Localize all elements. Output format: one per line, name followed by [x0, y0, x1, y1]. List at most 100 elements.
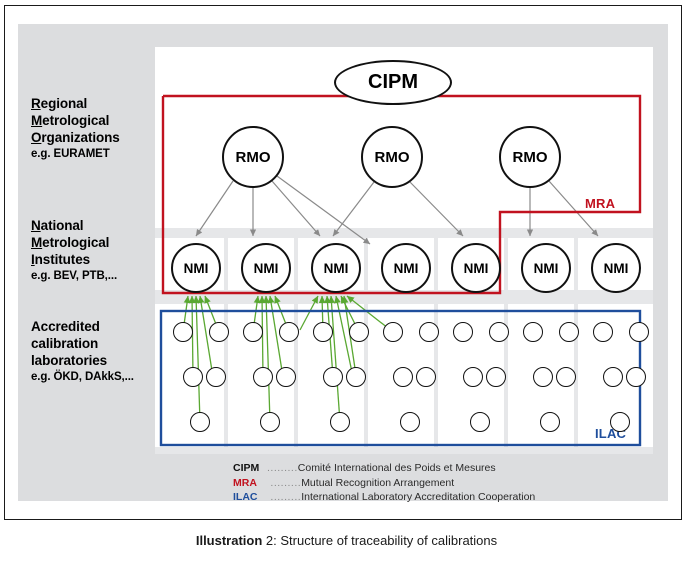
rmo-node-3-label: RMO [512, 148, 548, 166]
nmi-node-7-label: NMI [603, 260, 629, 276]
nmi-col-sep-6 [574, 238, 578, 290]
lab-node-c3-r2-b[interactable] [346, 367, 366, 387]
nmi-node-6-label: NMI [533, 260, 559, 276]
lab-node-c4-r1-a[interactable] [383, 322, 403, 342]
nmi-node-1[interactable]: NMI [171, 243, 221, 293]
rmo-label-initial-m: M [31, 113, 43, 128]
lab-node-c3-r1-a[interactable] [313, 322, 333, 342]
legend: CIPM.........Comité International des Po… [233, 461, 535, 505]
lab-node-c4-r1-b[interactable] [419, 322, 439, 342]
rmo-label-example: e.g. EURAMET [31, 148, 110, 160]
nmi-col-sep-2 [294, 238, 298, 290]
lab-label-rest-3: aboratories [34, 353, 108, 368]
legend-dots-cipm: ......... [267, 462, 298, 474]
caption-prefix: Illustration [195, 533, 263, 548]
lab-node-c2-r1-a[interactable] [243, 322, 263, 342]
nmi-node-2[interactable]: NMI [241, 243, 291, 293]
tier-label-accredited-calibration-laboratories: Accredited calibration laboratories e.g.… [31, 318, 134, 385]
rmo-label-initial-r: R [31, 96, 41, 111]
lab-node-c1-r2-b[interactable] [206, 367, 226, 387]
nmi-col-sep-3 [364, 238, 368, 290]
rmo-label-rest-3: rganizations [41, 130, 120, 145]
nmi-node-1-label: NMI [183, 260, 209, 276]
lab-node-c5-r2-b[interactable] [486, 367, 506, 387]
lab-node-c5-r3-a[interactable] [470, 412, 490, 432]
nmi-node-6[interactable]: NMI [521, 243, 571, 293]
legend-row-mra: MRA .........Mutual Recognition Arrangem… [233, 476, 535, 491]
legend-dots-ilac: ......... [267, 491, 302, 503]
lab-label-initial-c: c [31, 336, 39, 351]
lab-node-c1-r3-a[interactable] [190, 412, 210, 432]
nmi-col-sep-4 [434, 238, 438, 290]
tier-label-national-metrological-institutes: National Metrological Institutes e.g. BE… [31, 217, 117, 284]
lab-node-c3-r2-a[interactable] [323, 367, 343, 387]
nmi-node-5[interactable]: NMI [451, 243, 501, 293]
figure-caption: Illustration 2: Structure of traceabilit… [0, 533, 693, 548]
nmi-label-initial-i: I [31, 252, 35, 267]
lab-node-c4-r2-b[interactable] [416, 367, 436, 387]
lab-node-c5-r2-a[interactable] [463, 367, 483, 387]
legend-abbr-ilac: ILAC [233, 491, 258, 503]
legend-abbr-mra: MRA [233, 476, 257, 489]
lab-node-c1-r1-b[interactable] [209, 322, 229, 342]
legend-text-mra: Mutual Recognition Arrangement [301, 476, 455, 489]
lab-node-c5-r1-b[interactable] [489, 322, 509, 342]
mra-box-label: MRA [585, 196, 616, 211]
lab-node-c7-r2-a[interactable] [603, 367, 623, 387]
nmi-label-initial-n: N [31, 218, 41, 233]
rmo-label-initial-o: O [31, 130, 42, 145]
legend-row-ilac: ILAC .........International Laboratory A… [233, 490, 535, 505]
nmi-node-5-label: NMI [463, 260, 489, 276]
lab-node-c2-r2-a[interactable] [253, 367, 273, 387]
cipm-node-label: CIPM [368, 71, 418, 93]
lab-node-c1-r2-a[interactable] [183, 367, 203, 387]
caption-rest: 2: Structure of traceability of calibrat… [262, 533, 498, 548]
nmi-label-rest-3: nstitutes [34, 252, 91, 267]
lab-node-c2-r3-a[interactable] [260, 412, 280, 432]
lab-node-c7-r2-b[interactable] [626, 367, 646, 387]
nmi-label-example: e.g. BEV, PTB,... [31, 270, 118, 282]
lab-label-initial-l: l [31, 353, 35, 368]
lab-label-rest-1: ccredited [40, 319, 100, 334]
rmo-node-2[interactable]: RMO [361, 126, 423, 188]
legend-row-cipm: CIPM.........Comité International des Po… [233, 461, 535, 476]
lab-node-c5-r1-a[interactable] [453, 322, 473, 342]
lab-node-c6-r3-a[interactable] [540, 412, 560, 432]
lab-label-example: e.g. ÖKD, DAkkS,... [31, 371, 134, 383]
tier-label-regional-metrological-organizations: Regional Metrological Organizations e.g.… [31, 95, 120, 162]
legend-text-cipm: Comité International des Poids et Mesure… [297, 462, 496, 474]
nmi-label-rest-1: ational [40, 218, 84, 233]
lab-node-c2-r2-b[interactable] [276, 367, 296, 387]
rmo-node-1[interactable]: RMO [222, 126, 284, 188]
nmi-col-sep-1 [224, 238, 228, 290]
legend-dots-mra: ......... [267, 476, 302, 489]
nmi-label-rest-2: etrological [42, 235, 110, 250]
lab-node-c6-r1-b[interactable] [559, 322, 579, 342]
lab-label-initial-a: A [31, 319, 41, 334]
lab-node-c6-r1-a[interactable] [523, 322, 543, 342]
lab-node-c1-r1-a[interactable] [173, 322, 193, 342]
lab-node-c7-r1-b[interactable] [629, 322, 649, 342]
lab-node-c2-r1-b[interactable] [279, 322, 299, 342]
lab-node-c7-r1-a[interactable] [593, 322, 613, 342]
lab-label-rest-2: alibration [38, 336, 99, 351]
nmi-node-7[interactable]: NMI [591, 243, 641, 293]
lab-node-c6-r2-a[interactable] [533, 367, 553, 387]
cipm-node[interactable]: CIPM [334, 60, 452, 105]
nmi-node-2-label: NMI [253, 260, 279, 276]
rmo-node-1-label: RMO [235, 148, 271, 166]
lab-node-c4-r2-a[interactable] [393, 367, 413, 387]
legend-text-ilac: International Laboratory Accreditation C… [301, 491, 536, 503]
nmi-node-4[interactable]: NMI [381, 243, 431, 293]
lab-node-c7-r3-a[interactable] [610, 412, 630, 432]
rmo-label-rest-1: egional [40, 96, 88, 111]
nmi-node-3[interactable]: NMI [311, 243, 361, 293]
nmi-band-top-gutter [155, 228, 653, 238]
lab-node-c3-r3-a[interactable] [330, 412, 350, 432]
lab-node-c3-r1-b[interactable] [349, 322, 369, 342]
lab-node-c6-r2-b[interactable] [556, 367, 576, 387]
rmo-node-3[interactable]: RMO [499, 126, 561, 188]
lab-band-bottom-gutter [155, 447, 653, 454]
lab-node-c4-r3-a[interactable] [400, 412, 420, 432]
